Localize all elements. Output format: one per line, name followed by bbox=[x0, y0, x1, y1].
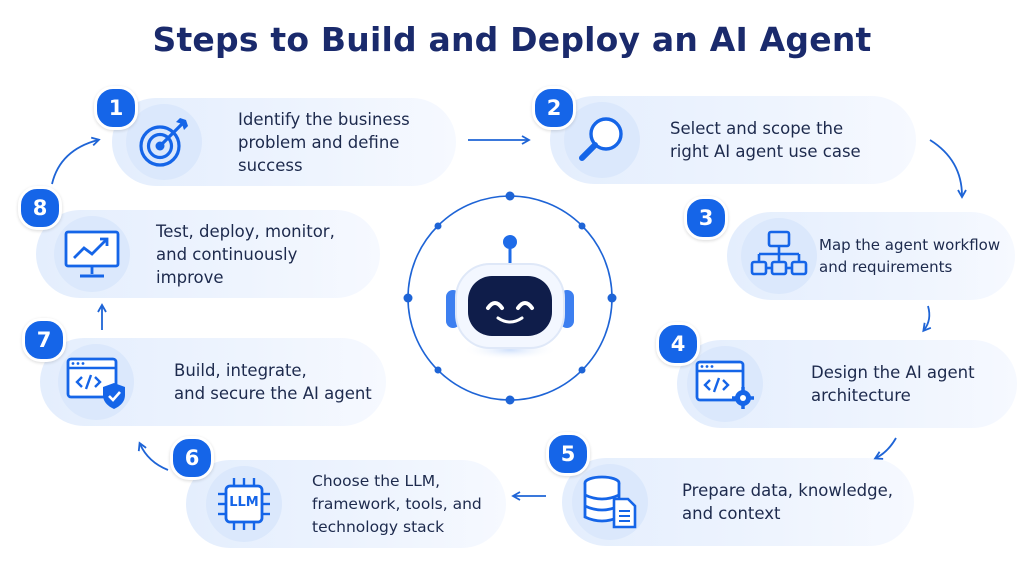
page-title: Steps to Build and Deploy an AI Agent bbox=[152, 20, 872, 59]
magnifier-icon bbox=[564, 102, 640, 178]
step-6-card: LLM Choose the LLM, framework, tools, an… bbox=[186, 460, 506, 548]
step-1-badge: 1 bbox=[94, 86, 138, 130]
step-6-text: Choose the LLM, framework, tools, and te… bbox=[312, 471, 482, 536]
llm-chip-icon: LLM bbox=[206, 466, 282, 542]
step-3-card: Map the agent workflow and requirements bbox=[727, 212, 1015, 300]
target-icon bbox=[126, 104, 202, 180]
workflow-icon bbox=[741, 218, 817, 294]
step-8-badge: 8 bbox=[18, 186, 62, 230]
database-document-icon bbox=[572, 464, 648, 540]
arrow-8-to-1 bbox=[51, 136, 101, 185]
arrow-6-to-7 bbox=[137, 441, 169, 471]
robot-orbit bbox=[403, 191, 617, 405]
step-5-badge: 5 bbox=[546, 432, 590, 476]
step-5-card: Prepare data, knowledge, and context bbox=[562, 458, 914, 546]
step-4-badge: 4 bbox=[656, 322, 700, 366]
step-7-text: Build, integrate, and secure the AI agen… bbox=[174, 361, 372, 403]
step-3-badge: 3 bbox=[684, 196, 728, 240]
monitor-chart-icon bbox=[54, 216, 130, 292]
step-4-text: Design the AI agent architecture bbox=[811, 363, 975, 405]
arrow-4-to-5 bbox=[873, 437, 897, 460]
arrow-2-to-3 bbox=[929, 139, 967, 199]
code-shield-icon bbox=[58, 344, 134, 420]
step-2-badge: 2 bbox=[532, 86, 576, 130]
step-5-text: Prepare data, knowledge, and context bbox=[682, 481, 893, 523]
step-6-badge: 6 bbox=[170, 436, 214, 480]
step-2-text: Select and scope the right AI agent use … bbox=[670, 119, 861, 161]
robot-icon bbox=[446, 235, 574, 360]
code-settings-icon bbox=[687, 346, 763, 422]
step-7-card: Build, integrate, and secure the AI agen… bbox=[40, 338, 386, 426]
llm-chip-label: LLM bbox=[229, 495, 259, 510]
step-1-text: Identify the business problem and define… bbox=[238, 109, 410, 175]
arrow-3-to-4 bbox=[922, 305, 932, 333]
step-3-text: Map the agent workflow and requirements bbox=[819, 236, 1001, 276]
step-1-card: Identify the business problem and define… bbox=[112, 98, 456, 186]
step-2-card: Select and scope the right AI agent use … bbox=[550, 96, 916, 184]
step-8-card: Test, deploy, monitor, and continuously … bbox=[36, 210, 380, 298]
step-8-text: Test, deploy, monitor, and continuously … bbox=[156, 221, 335, 287]
step-7-badge: 7 bbox=[22, 318, 66, 362]
step-4-card: Design the AI agent architecture bbox=[677, 340, 1017, 428]
